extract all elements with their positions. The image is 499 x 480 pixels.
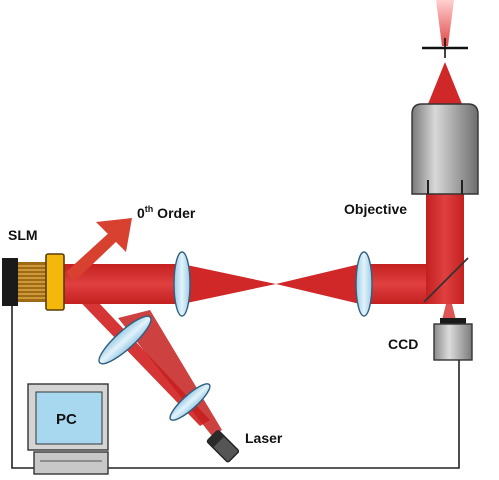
slm-to-pc-cable (11, 300, 34, 469)
diverging-beam (276, 264, 360, 304)
zero-order-base: 0 (137, 205, 145, 221)
ccd-camera-icon (433, 318, 473, 361)
slm-label: SLM (8, 227, 38, 243)
objective-focus-cone (428, 62, 462, 104)
dichroic-mirror-icon (423, 257, 469, 303)
lens-2-icon (355, 251, 373, 317)
converging-beam (182, 264, 276, 304)
pc-to-ccd-cable (108, 360, 460, 469)
vertical-beam (426, 190, 464, 304)
lens-4-icon (169, 383, 211, 421)
cables (11, 300, 460, 469)
lens-1-icon (173, 251, 191, 317)
beam-paths (62, 0, 464, 436)
objective-label: Objective (344, 201, 407, 217)
zero-order-beam (66, 230, 120, 282)
incident-beam (62, 283, 210, 426)
pc-label: PC (56, 411, 77, 428)
ccd-beam (442, 304, 456, 320)
zero-order-label: 0th Order (137, 204, 196, 221)
computer-icon (27, 383, 109, 475)
laser-source-icon (206, 430, 240, 463)
spatial-light-modulator-icon (2, 253, 65, 311)
zero-order-arrowhead (96, 218, 132, 252)
sample-plane (422, 38, 468, 58)
ccd-label: CCD (388, 336, 418, 352)
lens-3-icon (98, 315, 152, 365)
zero-order-rest: Order (153, 205, 196, 221)
zero-order-sup: th (145, 204, 154, 214)
output-beam (436, 0, 454, 46)
laser-label: Laser (245, 430, 283, 446)
microscope-objective-icon (411, 103, 479, 195)
